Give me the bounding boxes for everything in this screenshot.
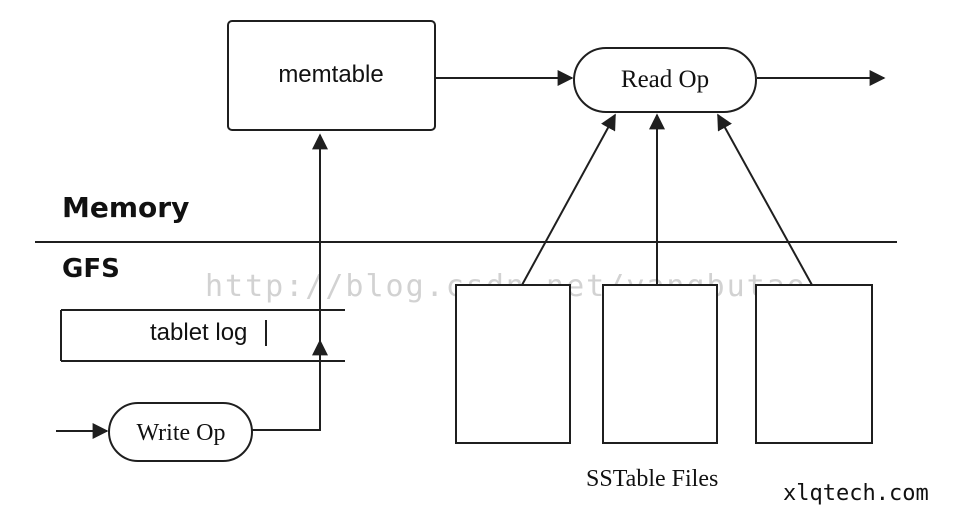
write-op-node xyxy=(108,402,253,462)
memory-label: Memory xyxy=(62,191,189,224)
read-op-node xyxy=(573,47,757,113)
memtable-box xyxy=(227,20,436,131)
sstable-file-3 xyxy=(755,284,873,444)
tablet-log-label: tablet log xyxy=(150,319,247,346)
sstable-file-1 xyxy=(455,284,571,444)
write-op-label: Write Op xyxy=(136,420,225,446)
sstable-file-2 xyxy=(602,284,718,444)
arrow-sstable-3-to-read-op xyxy=(717,113,813,286)
gfs-label: GFS xyxy=(62,254,120,284)
sstable-files-label: SSTable Files xyxy=(586,466,718,492)
read-op-label: Read Op xyxy=(621,66,709,93)
arrow-sstable-1-to-read-op xyxy=(521,113,616,286)
memtable-label: memtable xyxy=(278,61,383,88)
brand-text: xlqtech.com xyxy=(783,481,929,506)
write-op-to-memtable-path xyxy=(252,133,328,431)
